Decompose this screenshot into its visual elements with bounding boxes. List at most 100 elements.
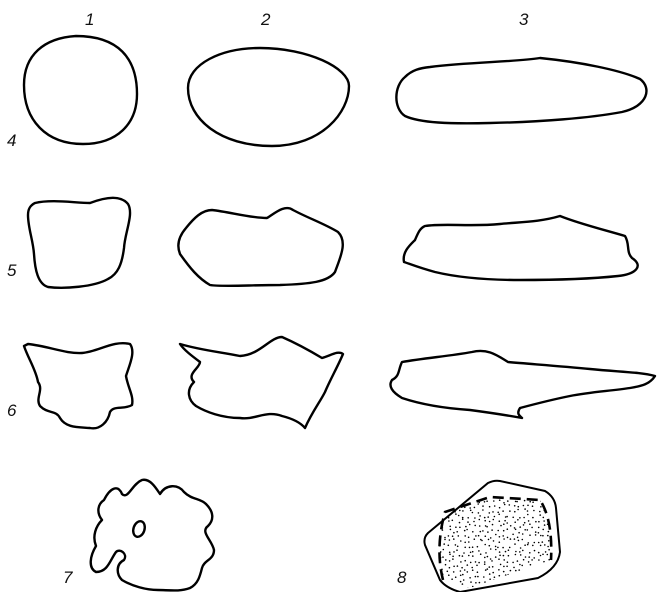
stipple-dot [534,550,536,552]
stipple-dot [554,545,556,547]
stipple-dot [552,519,554,521]
stipple-dot [472,512,474,514]
stipple-dot [504,579,506,581]
stipple-dot [529,501,531,503]
stipple-dot [506,566,508,568]
stipple-dot [540,506,542,508]
stipple-dot [540,581,542,583]
stipple-dot [535,531,537,533]
stipple-dot [472,555,474,557]
stipple-dot [514,583,516,585]
stipple-dot [497,590,499,592]
stipple-dot [507,561,509,563]
stipple-dot [543,497,545,499]
stipple-dot [454,511,456,513]
stipple-dot [472,551,474,553]
stipple-dot [503,530,505,532]
stipple-dot [463,579,465,581]
stipple-dot [473,521,475,523]
stipple-dot [560,540,562,542]
stipple-dot [453,566,455,568]
stipple-dot [467,571,469,573]
stipple-dot [454,497,456,499]
stipple-dot [445,559,447,561]
grain-outline-fig8-outer [424,481,560,592]
stipple-dot [489,512,491,514]
stipple-dot [432,504,434,506]
stipple-dot [437,586,439,588]
stipple-dot [549,505,551,507]
stipple-dot [528,520,530,522]
column-label-3: 3 [519,10,529,29]
stipple-dot [458,515,460,517]
stipple-dot [492,572,494,574]
stipple-dot [482,505,484,507]
stipple-dot [558,585,560,587]
stipple-dot [539,514,541,516]
stipple-dot [554,585,556,587]
stipple-dot [484,517,486,519]
stipple-dot [548,510,550,512]
stipple-dot [503,502,505,504]
stipple-dot [459,498,461,500]
stipple-dot [492,524,494,526]
stipple-dot [516,501,518,503]
stipple-dot [456,549,458,551]
stipple-dot [533,510,535,512]
stipple-dot [447,582,449,584]
stipple-dot [444,539,446,541]
stipple-dot [459,589,461,591]
stipple-dot [524,522,526,524]
stipple-dot [466,529,468,531]
stipple-dot [495,534,497,536]
stipple-dot [455,576,457,578]
stipple-dot [469,547,471,549]
stipple-dot [519,517,521,519]
stipple-dot [503,555,505,557]
stipple-dot [449,567,451,569]
stipple-dot [510,494,512,496]
stipple-dot [465,526,467,528]
stipple-dot [482,509,484,511]
stipple-dot [489,578,491,580]
stipple-dot [511,576,513,578]
stipple-dot [480,553,482,555]
stipple-dot [439,497,441,499]
stipple-dot [515,590,517,592]
grain-outline-row4-col1 [24,36,137,144]
stipple-dot [462,510,464,512]
stipple-dot [448,574,450,576]
stipple-dot [515,551,517,553]
stipple-dot [525,585,527,587]
stipple-dot [477,571,479,573]
stipple-dot [531,559,533,561]
stipple-dot [542,501,544,503]
stipple-dot [460,581,462,583]
stipple-dot [538,542,540,544]
stipple-dot [494,576,496,578]
stipple-dot [504,504,506,506]
stipple-dot [489,521,491,523]
stipple-dot [464,547,466,549]
stipple-dot [497,547,499,549]
stipple-dot [478,550,480,552]
stipple-dot [480,497,482,499]
stipple-dot [469,577,471,579]
stipple-dot [453,538,455,540]
stipple-dot [452,558,454,560]
stipple-dot [517,585,519,587]
stipple-dot [507,528,509,530]
row-label-4: 4 [7,131,16,150]
stipple-dot [454,585,456,587]
stipple-dot [462,517,464,519]
stipple-dot [538,527,540,529]
stipple-dot [514,505,516,507]
stipple-dot [514,538,516,540]
stipple-dot [518,569,520,571]
stipple-dot [462,574,464,576]
stipple-dot [479,519,481,521]
stipple-dot [548,540,550,542]
stipple-dot [489,506,491,508]
stipple-dot [490,537,492,539]
stipple-dot [484,557,486,559]
